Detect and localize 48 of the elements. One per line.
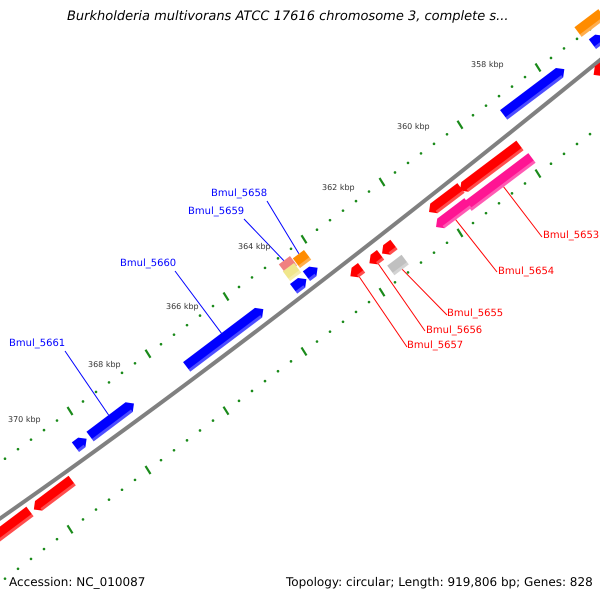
scale-label: 366 kbp (166, 303, 199, 311)
leader-line (244, 218, 284, 262)
diagram-title: Burkholderia multivorans ATCC 17616 chromosome 3, complete s... (67, 10, 509, 23)
scale-label: 368 kbp (88, 361, 121, 369)
scale-label: 364 kbp (238, 243, 271, 251)
gene-feature (387, 254, 409, 276)
footer-text: Topology: circular; Length: 919,806 bp; Genes: 828 (286, 576, 593, 588)
leader-line (455, 219, 498, 272)
gene-feature (369, 250, 384, 264)
gene-label: Bmul_5657 (407, 341, 464, 351)
scale-label: 362 kbp (322, 184, 355, 192)
gene-feature (588, 34, 600, 49)
gene-label: Bmul_5656 (426, 326, 482, 336)
gene-label: Bmul_5659 (188, 207, 244, 217)
gene-feature (429, 183, 465, 214)
scale-label: 370 kbp (8, 416, 41, 424)
gene-label: Bmul_5661 (9, 339, 66, 349)
gene-feature (350, 263, 366, 278)
leader-line (402, 268, 448, 316)
gene-feature (72, 438, 87, 452)
gene-feature (436, 198, 472, 228)
leader-line (503, 186, 542, 238)
gene-feature (464, 153, 536, 211)
gene-label: Bmul_5653 (543, 231, 600, 241)
scale-label: 358 kbp (471, 61, 504, 69)
leader-line (266, 200, 300, 254)
leader-line (64, 350, 110, 416)
leader-line (174, 270, 222, 334)
gene-label: Bmul_5654 (498, 267, 554, 277)
leader-line (358, 276, 408, 348)
gene-feature (282, 263, 302, 281)
gene-label: Bmul_5655 (447, 309, 504, 319)
gene-feature (86, 402, 134, 442)
gene-feature (460, 140, 524, 192)
gene-feature (594, 60, 600, 76)
gene-feature (574, 9, 600, 37)
gene-feature (0, 506, 34, 544)
gene-feature (34, 476, 76, 511)
leader-line (378, 263, 426, 332)
scale-label: 360 kbp (397, 123, 430, 131)
gene-feature (382, 240, 398, 255)
gene-label: Bmul_5660 (120, 259, 176, 269)
gene-label: Bmul_5658 (211, 189, 268, 199)
gene-feature (500, 68, 564, 120)
gene-feature (290, 278, 306, 294)
gene-feature (302, 266, 318, 281)
gene-feature (292, 250, 312, 268)
footer-text: Accession: NC_010087 (9, 576, 146, 588)
